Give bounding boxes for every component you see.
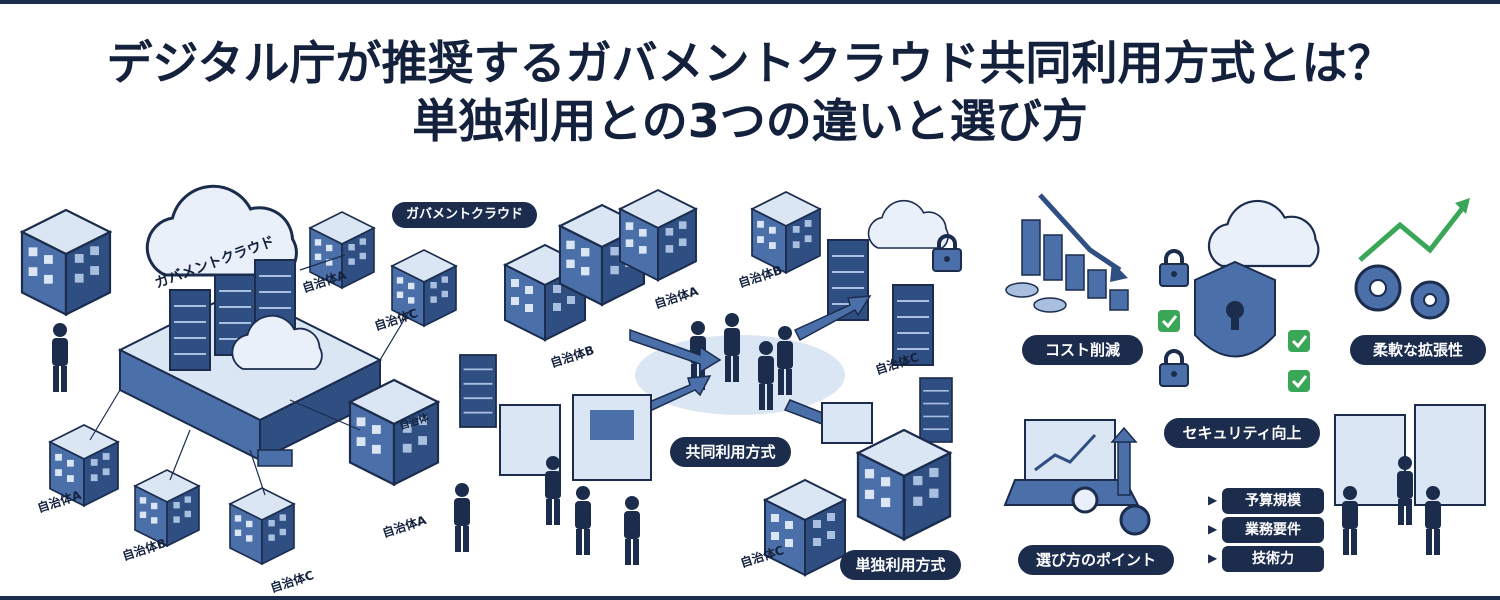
title-line-2: 単独利用との3つの違いと選び方 [412,94,1088,148]
gov-cloud-badge: ガバメントクラウド [392,202,538,228]
benefit-security: セキュリティ向上 [1164,418,1320,448]
point-requirements: 業務要件 [1222,517,1324,543]
selection-points-label: 選び方のポイント [1018,545,1174,575]
single-use-label: 単独利用方式 [840,550,961,580]
cost-chart-icon [1005,193,1129,313]
point-budget: 予算規模 [1222,488,1324,514]
shared-use-label: 共同利用方式 [670,437,791,467]
title-line-1: デジタル庁が推奨するガバメントクラウド共同利用方式とは？ [106,36,1394,90]
selection-laptop-icon [1003,419,1151,536]
bullet-icon: ▶ [1208,522,1218,536]
scalability-gears-icon [1354,198,1470,320]
benefit-scalability: 柔軟な拡張性 [1350,335,1486,365]
bullet-icon: ▶ [1208,551,1218,565]
bottom-border [0,596,1500,600]
page-title: デジタル庁が推奨するガバメントクラウド共同利用方式とは？ 単独利用との3つの違い… [0,34,1500,150]
benefit-cost-reduction: コスト削減 [1022,335,1143,365]
top-border [0,0,1500,4]
security-shield-icon [1156,199,1320,394]
point-skills: 技術力 [1222,546,1324,572]
bullet-icon: ▶ [1208,493,1218,507]
